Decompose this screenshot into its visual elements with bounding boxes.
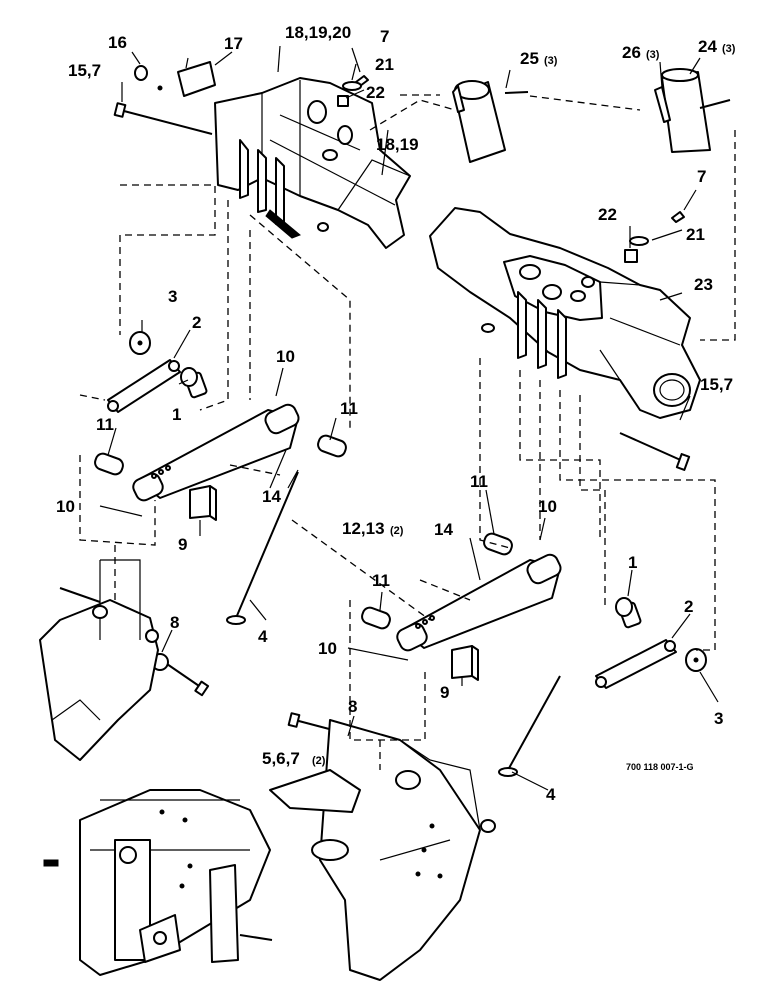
callout-21-top: 21 [375, 55, 394, 74]
upper-frame-left [214, 77, 411, 249]
callout-14-left: 14 [262, 487, 281, 506]
callout-2-left: 2 [192, 313, 201, 332]
right-arm-assembly [269, 532, 707, 981]
callout-11-mid: 11 [340, 399, 358, 418]
callout-10-lower: 10 [318, 639, 337, 658]
callout-11-right: 11 [470, 472, 488, 491]
callout-labels: 16 17 18,19,20 7 21 22 15,7 18,19 25 (3)… [56, 23, 736, 804]
callout-10-right: 10 [538, 497, 557, 516]
callout-11-left: 11 [96, 415, 114, 434]
callout-22-right: 22 [598, 205, 617, 224]
callout-1-right: 1 [628, 553, 637, 572]
callout-18-19-20: 18,19,20 [285, 23, 351, 42]
callout-9-left: 9 [178, 535, 187, 554]
callout-26: 26 (3) [622, 43, 660, 62]
upper-hardware [113, 57, 731, 471]
callout-21-right: 21 [686, 225, 705, 244]
svg-text:12,13: 12,13 [342, 519, 385, 538]
callout-1-left: 1 [172, 405, 181, 424]
callout-14-right: 14 [434, 520, 453, 539]
installed-view-lower-left [43, 789, 273, 976]
callout-8-right: 8 [348, 697, 357, 716]
callout-15-7-top: 15,7 [68, 61, 101, 80]
callout-4-left: 4 [258, 627, 268, 646]
svg-text:(3): (3) [646, 49, 660, 61]
callout-22-top: 22 [366, 83, 385, 102]
callout-7-right: 7 [697, 167, 706, 186]
upper-frame-right [429, 207, 701, 419]
svg-text:5,6,7: 5,6,7 [262, 749, 300, 768]
callout-9-right: 9 [440, 683, 449, 702]
callout-8-left: 8 [170, 613, 179, 632]
callout-arrows [99, 45, 719, 791]
callout-24: 24 (3) [698, 37, 736, 56]
svg-text:25: 25 [520, 49, 539, 68]
callout-15-7-right: 15,7 [700, 375, 733, 394]
svg-text:(2): (2) [390, 525, 404, 537]
callout-10-upper: 10 [276, 347, 295, 366]
callout-3-left: 3 [168, 287, 177, 306]
svg-text:(2): (2) [312, 755, 326, 767]
callout-3-right: 3 [714, 709, 723, 728]
figure-reference: 700 118 007-1-G [626, 762, 694, 772]
callout-10-left: 10 [56, 497, 75, 516]
svg-text:26: 26 [622, 43, 641, 62]
callout-16: 16 [108, 33, 127, 52]
svg-text:(3): (3) [722, 43, 736, 55]
callout-12-13: 12,13 (2) [342, 519, 404, 538]
callout-18-19: 18,19 [376, 135, 419, 154]
callout-11-lower: 11 [372, 571, 390, 590]
callout-25: 25 (3) [520, 49, 558, 68]
callout-2-right: 2 [684, 597, 693, 616]
callout-7-top: 7 [380, 27, 389, 46]
svg-text:24: 24 [698, 37, 717, 56]
svg-text:(3): (3) [544, 55, 558, 67]
callout-4-right: 4 [546, 785, 556, 804]
assembly-leader-lines [79, 94, 736, 770]
left-arm-assembly [39, 331, 347, 761]
callout-17: 17 [224, 34, 243, 53]
callout-5-6-7: 5,6,7 (2) [262, 749, 326, 768]
callout-23: 23 [694, 275, 713, 294]
